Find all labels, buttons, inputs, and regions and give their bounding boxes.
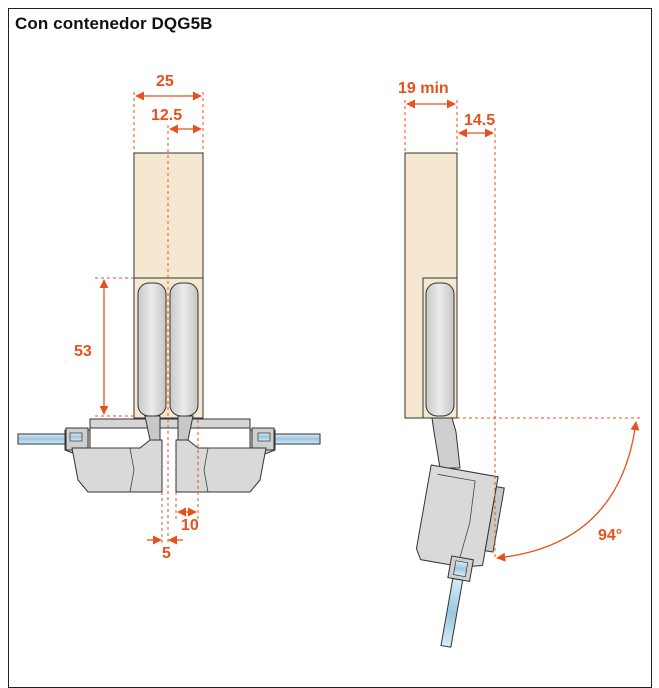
label-5: 5	[162, 545, 171, 562]
angle-arc	[496, 421, 640, 562]
label-19-min: 19 min	[398, 80, 449, 97]
front-view: 25 12.5 53 10 5	[17, 73, 321, 562]
diagram-title: Con contenedor DQG5B	[15, 14, 213, 33]
label-10: 10	[181, 517, 199, 534]
label-25: 25	[156, 73, 174, 90]
hinge-body-left	[71, 439, 163, 493]
hinge-cup-side	[425, 282, 455, 417]
hinge-cup-left	[137, 282, 167, 417]
hinge-body-side	[415, 464, 499, 568]
side-view: 19 min 14.5 94°	[398, 80, 640, 648]
hinge-cup-right	[169, 282, 199, 417]
label-94: 94°	[598, 527, 622, 544]
label-12-5: 12.5	[151, 107, 182, 124]
label-53: 53	[74, 343, 92, 360]
glass-side	[440, 577, 464, 648]
label-14-5: 14.5	[464, 112, 495, 129]
